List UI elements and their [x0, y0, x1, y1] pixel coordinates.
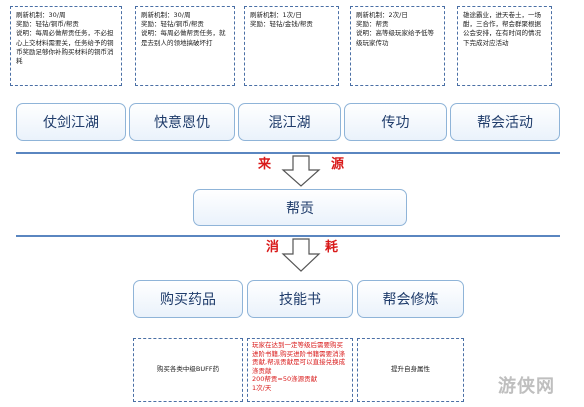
note-kuaiyi: 刷新机制：30/周 奖励：轻钻/铜币/帮贡 说明：每周必做帮贡任务，就是去别人的… [135, 6, 235, 86]
note-xiulian: 提升自身属性 [357, 338, 464, 402]
note-jinengshu: 玩家在达到一定等级后需要购买进阶书籍,购买进阶书籍需要消涤贡献,帮派贡献是可以直… [247, 338, 353, 402]
arrow-down-icon [281, 155, 321, 187]
consume-xiulian: 帮会修炼 [357, 280, 464, 318]
note-banghui: 雄途霸业，进天卷土，一场酣，三合作，帮会群聚根据公会安排，在有时间的情况下完成对… [457, 6, 552, 86]
label-consume-1: 消 [266, 240, 280, 255]
note-yaopin: 购买各类中级BUFF药 [133, 338, 243, 402]
source-kuaiyi: 快意恩仇 [129, 103, 235, 141]
note-zhangjian: 刷新机制：30/周 奖励：轻钻/铜币/帮贡 说明：每周必做帮贡任务，不必担心上交… [10, 6, 122, 86]
note-chuangong: 刷新机制：2次/日 奖励：帮贡 说明：高等级玩家给予低等级玩家传功 [350, 6, 445, 86]
note-hunjianghu: 刷新机制：1次/日 奖励：轻钻/金钱/帮贡 [244, 6, 339, 86]
watermark: 游侠网 [498, 376, 555, 397]
center-banggong: 帮贡 [193, 189, 407, 226]
source-hunjianghu: 混江湖 [238, 103, 341, 141]
divider-source [16, 152, 560, 154]
source-chuangong: 传功 [344, 103, 447, 141]
consume-yaopin: 购买药品 [133, 280, 243, 318]
source-zhangjian: 仗剑江湖 [16, 103, 126, 141]
consume-jinengshu: 技能书 [247, 280, 353, 318]
arrow-down-icon [281, 238, 321, 272]
label-source-2: 源 [331, 157, 345, 172]
source-banghui: 帮会活动 [450, 103, 560, 141]
label-source-1: 来 [258, 157, 272, 172]
label-consume-2: 耗 [325, 240, 339, 255]
divider-consume [16, 235, 560, 237]
